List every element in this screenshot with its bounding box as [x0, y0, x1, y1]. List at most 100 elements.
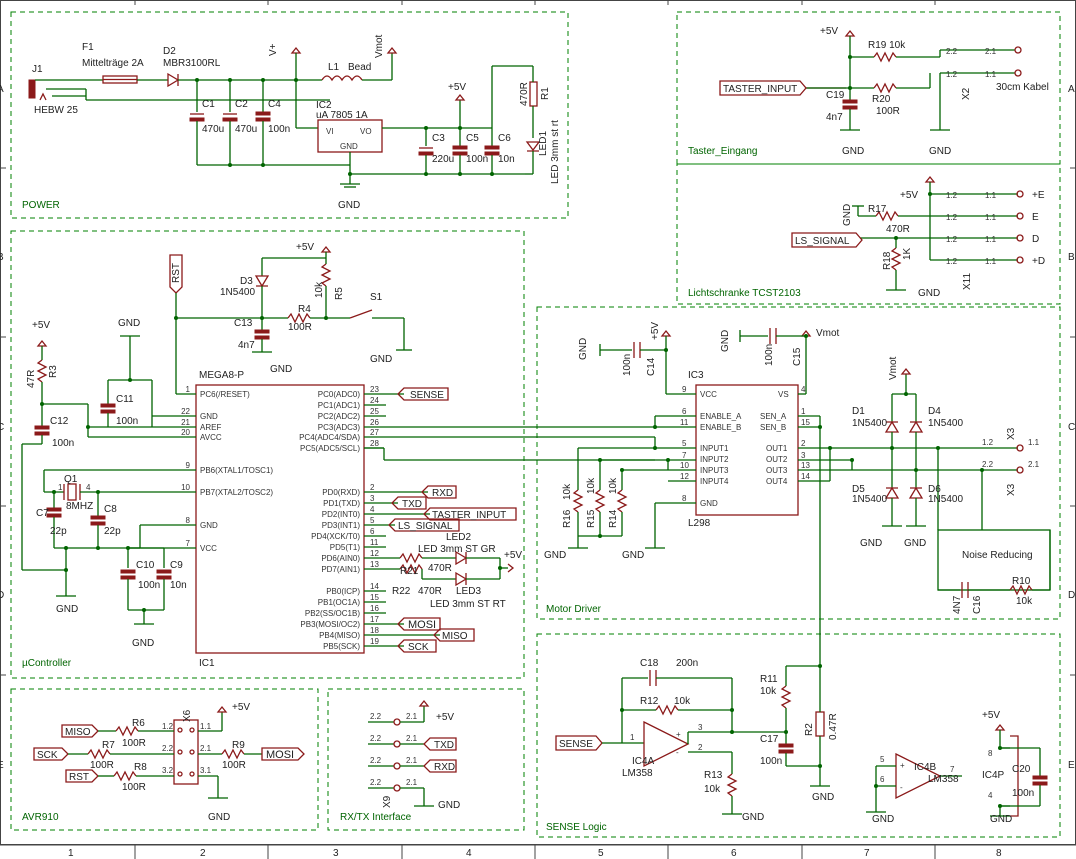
c6-value: 10n: [498, 154, 515, 165]
ic2-vi: VI: [326, 127, 334, 136]
avr-5v: +5V: [232, 702, 250, 713]
r7-label: R7: [102, 740, 115, 751]
r14-value: 10k: [608, 477, 619, 494]
ic1-left-pin-num: 10: [181, 483, 190, 492]
r15-label: R15: [586, 509, 597, 528]
ic3-pin-7: 7: [682, 451, 687, 460]
col-6: 6: [731, 848, 737, 859]
ic3-senb: SEN_B: [760, 423, 786, 432]
x11-pin-1-2b: 1.2: [946, 213, 958, 222]
ic3-o1: OUT1: [766, 444, 788, 453]
r17-value: 470R: [886, 224, 910, 235]
ic3-gnd: GND: [700, 499, 718, 508]
ic4p-label: IC4P: [982, 770, 1005, 781]
sck-port: SCK: [408, 642, 429, 653]
sense-gnd-4: GND: [990, 814, 1012, 825]
r3-5v: +5V: [32, 320, 50, 331]
ic1-right-pin-name: PB0(ICP): [326, 587, 360, 596]
bridge-vmot: Vmot: [888, 356, 899, 380]
ic4a-minus: -: [676, 748, 679, 757]
ic4b-pin-7: 7: [950, 765, 955, 774]
ic3-o2: OUT2: [766, 455, 788, 464]
c12-label: C12: [50, 416, 69, 427]
r9-value: 100R: [222, 760, 246, 771]
x9-pin-2-2c: 2.2: [370, 756, 382, 765]
r21-value: 470R: [428, 563, 452, 574]
l1-label: L1: [328, 62, 340, 73]
d2-label: D2: [163, 46, 176, 57]
ic1-right-pin-name: PD4(XCK/T0): [311, 532, 360, 541]
ic1-right-pin-num: 16: [370, 604, 379, 613]
c15-gnd: GND: [720, 330, 731, 352]
j1-type: HEBW 25: [34, 105, 78, 116]
taster-input-label: TASTER_INPUT: [723, 84, 797, 95]
ls-pd: +D: [1032, 256, 1045, 267]
ic1-left-pin-num: 7: [186, 539, 191, 548]
motor-gnd-2: GND: [622, 550, 644, 561]
x11-pin-1-2c: 1.2: [946, 235, 958, 244]
ic1-right-pin-name: PB2(SS/OC1B): [305, 609, 360, 618]
led3-label: LED3: [456, 586, 481, 597]
ic1-right-pin-num: 13: [370, 560, 379, 569]
vplus-label: V+: [268, 43, 279, 56]
r16-value: 10k: [562, 483, 573, 500]
c18-label: C18: [640, 658, 659, 669]
ic1-right-pin-num: 5: [370, 516, 375, 525]
ic3-pin-1: 1: [801, 407, 806, 416]
rxd-port: RXD: [432, 488, 453, 499]
ic1-left-pin-num: 8: [186, 516, 191, 525]
c14-gnd: GND: [578, 338, 589, 360]
s1-gnd: GND: [370, 354, 392, 365]
ic1-right-pin-name: PC2(ADC2): [318, 412, 361, 421]
r22-label: R22: [392, 586, 411, 597]
s1-label: S1: [370, 292, 383, 303]
c5-value: 100n: [466, 154, 488, 165]
x3-pin-2-2: 2.2: [982, 460, 994, 469]
section-avr: AVR910: [22, 812, 59, 823]
ic1-right-pin-name: PD6(AIN0): [321, 554, 360, 563]
c11-gnd: GND: [118, 318, 140, 329]
c10-label: C10: [136, 560, 155, 571]
c20-value: 100n: [1012, 788, 1034, 799]
ic1-left-pin-num: 9: [186, 461, 191, 470]
c13-label: C13: [234, 318, 253, 329]
j1-label: J1: [32, 64, 43, 75]
ic4b-minus: -: [900, 783, 903, 792]
led1-value: LED 3mm st rt: [550, 120, 561, 184]
x6-pin-2-1: 2.1: [200, 744, 212, 753]
x3-label-a: X3: [1006, 427, 1017, 440]
row-b-right: B: [1068, 252, 1075, 263]
ic3-in1: INPUT1: [700, 444, 729, 453]
d5-label: D5: [852, 484, 865, 495]
c6-label: C6: [498, 133, 511, 144]
d4-label: D4: [928, 406, 941, 417]
sense-gnd-3: GND: [872, 814, 894, 825]
r8-label: R8: [134, 762, 147, 773]
x11-pin-1-2d: 1.2: [946, 257, 958, 266]
ic1-label: IC1: [199, 658, 215, 669]
ls-gnd: GND: [918, 288, 940, 299]
section-sense: SENSE Logic: [546, 822, 607, 833]
x9-pin-2-2b: 2.2: [370, 734, 382, 743]
ic1-right-pin-name: PC3(ADC3): [318, 423, 361, 432]
avr-sck: SCK: [37, 750, 58, 761]
ic1-right-pin-num: 14: [370, 582, 379, 591]
d2-value: MBR3100RL: [163, 58, 221, 69]
x3-label-b: X3: [1006, 483, 1017, 496]
row-e-right: E: [1068, 760, 1075, 771]
taster-port: TASTER_INPUT: [432, 510, 506, 521]
row-c-right: C: [1068, 422, 1075, 433]
c11-label: C11: [116, 394, 134, 405]
ic1-left-pin-name: AREF: [200, 423, 221, 432]
d5-value: 1N5400: [852, 494, 887, 505]
ic3-pin-2: 2: [801, 439, 806, 448]
ic1-right-pin-num: 24: [370, 396, 379, 405]
c14-value: 100n: [622, 354, 633, 376]
ic1-right-pin-num: 23: [370, 385, 379, 394]
ic3-pin-12: 12: [680, 472, 689, 481]
r2-label: R2: [804, 723, 815, 736]
avr-circuit: [33, 705, 305, 799]
rxtx-gnd: GND: [438, 800, 460, 811]
mosi-port: MOSI: [408, 619, 436, 631]
avr-mosi: MOSI: [266, 749, 294, 761]
